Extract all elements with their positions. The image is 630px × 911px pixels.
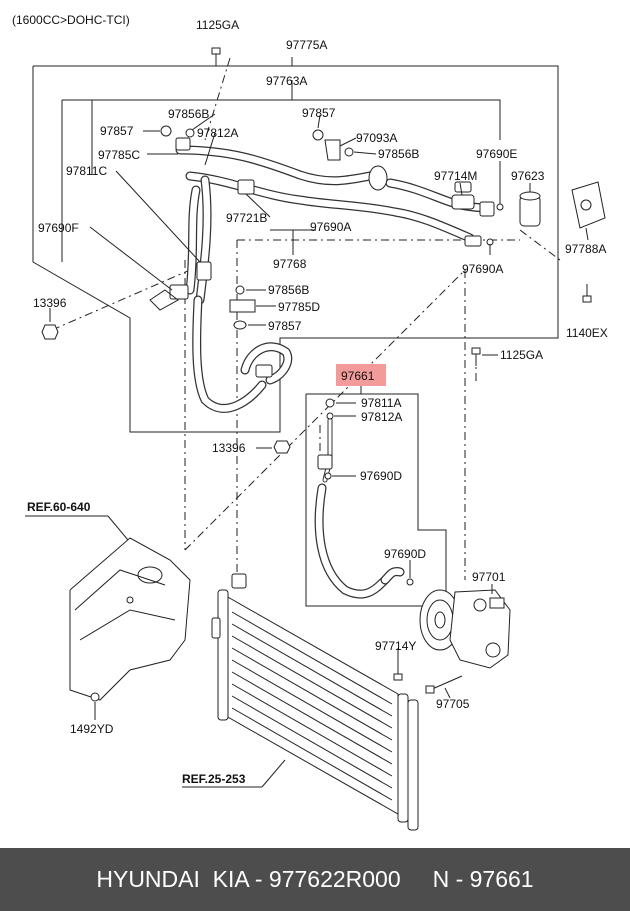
label-97856B-b: 97856B xyxy=(378,147,419,161)
label-1125GA-mid: 1125GA xyxy=(500,348,543,362)
bolt-97705 xyxy=(425,675,463,694)
discharge-hose-97661 xyxy=(314,398,414,599)
label-97690D-b: 97690D xyxy=(384,547,426,561)
label-97768: 97768 xyxy=(273,257,307,271)
frame-97661 xyxy=(305,393,447,607)
label-97690D-a: 97690D xyxy=(360,469,402,483)
label-97856B-c: 97856B xyxy=(268,283,309,297)
label-97857-a: 97857 xyxy=(100,124,134,138)
bolt-97714Y xyxy=(393,660,403,681)
compressor-97701 xyxy=(419,589,511,669)
label-97763A: 97763A xyxy=(266,74,307,88)
muffler-fitting xyxy=(368,165,388,191)
label-97811C: 97811C xyxy=(66,164,107,178)
label-13396-b: 13396 xyxy=(212,441,246,455)
label-97788A: 97788A xyxy=(565,242,606,256)
label-97690F: 97690F xyxy=(38,221,79,235)
bolt-1140EX xyxy=(582,284,592,303)
label-97857-b: 97857 xyxy=(302,106,336,120)
parts-diagram: (1600CC>DOHC-TCI) 1125GA 97775A 97763A 9… xyxy=(12,13,608,831)
nut-13396-a xyxy=(41,324,59,340)
bolt-1125GA-mid xyxy=(471,347,481,366)
bracket-97788A xyxy=(571,181,606,229)
label-1140EX: 1140EX xyxy=(566,326,608,340)
label-97690E: 97690E xyxy=(476,147,517,161)
label-97812A-a: 97812A xyxy=(197,126,238,140)
label-13396-a: 13396 xyxy=(33,296,67,310)
label-97812A-b: 97812A xyxy=(361,410,402,424)
frame-97763A xyxy=(62,99,501,140)
label-97857-c: 97857 xyxy=(268,319,302,333)
label-97690A-b: 97690A xyxy=(462,262,503,276)
label-97690A-a: 97690A xyxy=(310,220,351,234)
label-97701: 97701 xyxy=(472,570,506,584)
variant-label: (1600CC>DOHC-TCI) xyxy=(12,13,130,27)
nut-13396-b xyxy=(273,440,291,454)
label-97623: 97623 xyxy=(511,169,545,183)
ref-25-253: REF.25-253 xyxy=(182,772,246,786)
label-1125GA-top: 1125GA xyxy=(196,18,239,32)
label-97714Y: 97714Y xyxy=(375,639,416,653)
label-97785C: 97785C xyxy=(98,148,140,162)
frame-97775A xyxy=(32,65,559,433)
label-97785D: 97785D xyxy=(278,300,320,314)
label-1492YD: 1492YD xyxy=(70,722,114,736)
label-97714M: 97714M xyxy=(434,169,477,183)
footer-bar: HYUNDAI KIA - 977622R000 N - 97661 xyxy=(0,848,630,911)
label-97775A: 97775A xyxy=(286,38,327,52)
o-ring-97857 xyxy=(160,125,172,137)
highlight-box-97661 xyxy=(336,364,386,386)
label-97721B: 97721B xyxy=(226,211,267,225)
ref-60-640: REF.60-640 xyxy=(27,500,91,514)
label-97856B-a: 97856B xyxy=(168,107,209,121)
bolt-1125GA-top xyxy=(211,47,221,66)
label-97705: 97705 xyxy=(436,697,470,711)
label-97661: 97661 xyxy=(341,369,375,383)
label-97811A: 97811A xyxy=(361,396,401,410)
label-97093A: 97093A xyxy=(356,131,397,145)
receiver-drier-97623 xyxy=(519,191,541,227)
footer-part-number: HYUNDAI KIA - 977622R000 N - 97661 xyxy=(96,866,534,892)
body-panel xyxy=(69,537,191,702)
condenser xyxy=(211,573,419,831)
